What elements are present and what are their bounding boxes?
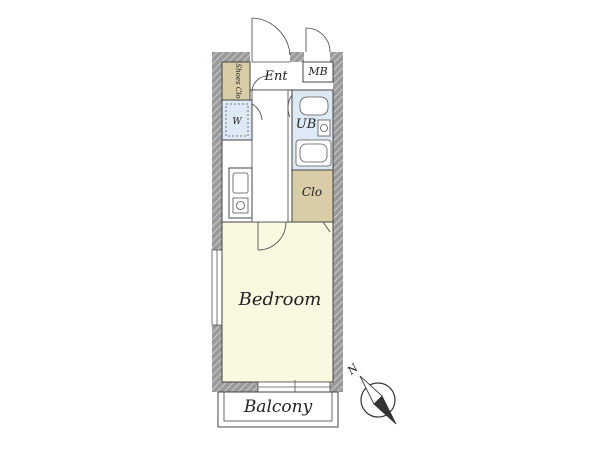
entrance-label: Ent [263, 69, 288, 84]
bedroom-door [257, 221, 287, 251]
washer-door [251, 103, 263, 121]
exterior-walls [212, 52, 343, 392]
unit-bath-label: UB [296, 117, 317, 132]
compass: N [344, 361, 397, 425]
washer-area [221, 99, 253, 141]
bedroom-area [221, 221, 334, 383]
corridor [251, 89, 289, 223]
entry-inner-door [251, 75, 269, 93]
washer-label: W [232, 117, 242, 127]
shoes-closet [221, 61, 251, 101]
closet-label: Clo [302, 185, 322, 199]
entrance-door [251, 17, 291, 63]
bedroom-label: Bedroom [238, 289, 322, 310]
balcony-label: Balcony [243, 397, 313, 417]
left-window [211, 249, 223, 326]
unit-bath [291, 89, 334, 171]
washer-pan [225, 103, 249, 137]
bath-door [287, 94, 293, 118]
meter-box-door [305, 27, 331, 53]
closet-door [322, 221, 333, 233]
balcony [217, 391, 339, 428]
closet [291, 169, 334, 223]
kitchen-counter [228, 167, 253, 219]
meter-box-label: MB [307, 65, 327, 78]
shoes-closet-label: Shoes Clo [234, 63, 242, 98]
meter-box [302, 61, 334, 83]
compass-north-label: N [344, 361, 361, 378]
